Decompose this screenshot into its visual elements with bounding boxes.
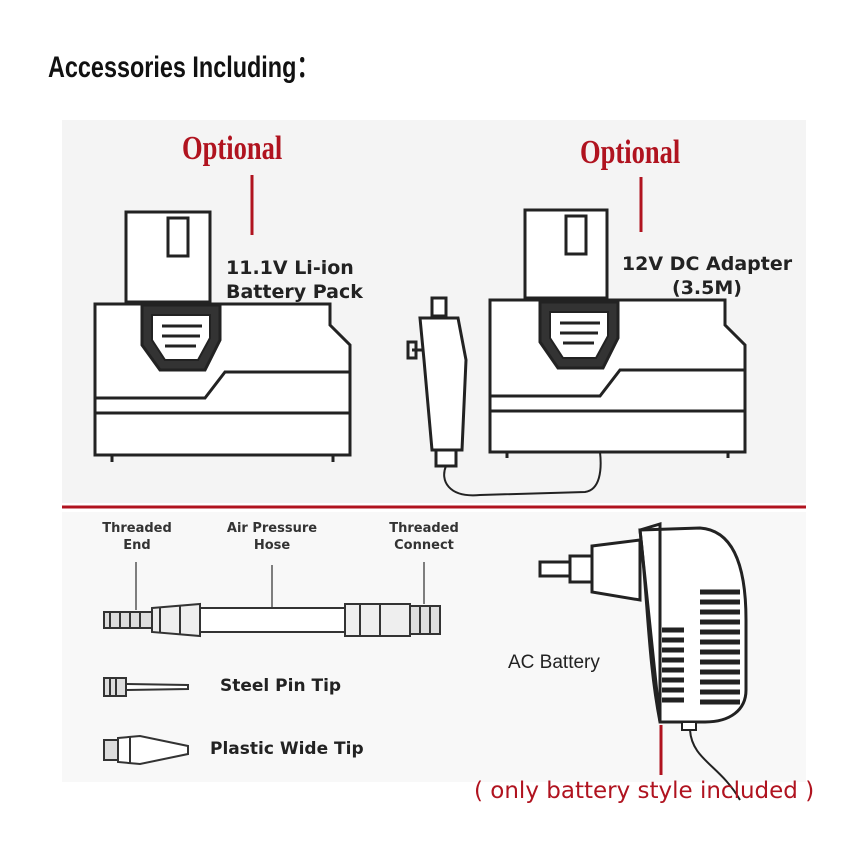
optional-label-left: Optional: [182, 130, 283, 167]
threaded-end-label: Threaded End: [92, 520, 182, 554]
threaded-end-label-line1: Threaded: [102, 521, 172, 536]
page-title: Accessories Including：: [48, 51, 320, 84]
steel-pin-tip-label: Steel Pin Tip: [220, 676, 342, 696]
dc-adapter-right: [488, 208, 747, 458]
battery-pack-label: 11.1V Li-ion Battery Pack: [226, 256, 363, 304]
battery-pack-label-line2: Battery Pack: [226, 281, 363, 303]
dc-adapter-label: 12V DC Adapter (3.5M): [612, 252, 802, 300]
air-pressure-hose-label-line1: Air Pressure: [226, 521, 318, 536]
plastic-wide-tip-icon: [103, 734, 189, 766]
threaded-connect-label-line2: Connect: [394, 538, 454, 553]
dc-adapter-label-line2: (3.5M): [672, 277, 742, 299]
optional-label-right: Optional: [580, 134, 681, 171]
air-pressure-hose: [103, 562, 441, 638]
included-note: ( only battery style included ): [474, 778, 815, 804]
threaded-end-label-line2: End: [123, 538, 151, 553]
plastic-wide-tip-label: Plastic Wide Tip: [210, 739, 364, 759]
ac-battery-label: AC Battery: [508, 652, 600, 673]
steel-pin-tip-icon: [103, 677, 189, 697]
air-pressure-hose-label: Air Pressure Hose: [212, 520, 332, 554]
ac-charger-icon: [538, 521, 748, 801]
dc-adapter-label-line1: 12V DC Adapter: [621, 253, 793, 275]
battery-pack-left: [93, 210, 352, 462]
air-pressure-hose-label-line2: Hose: [253, 538, 291, 553]
threaded-connect-label: Threaded Connect: [376, 520, 472, 554]
car-plug: [406, 296, 602, 497]
battery-pack-label-line1: 11.1V Li-ion: [226, 257, 354, 279]
threaded-connect-label-line1: Threaded: [389, 521, 459, 536]
